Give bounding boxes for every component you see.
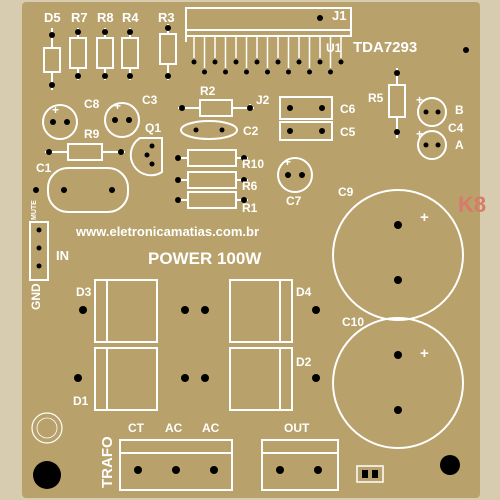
label-r6: R6 [242,179,258,193]
u1-pin-pad [275,59,281,65]
label-c8: C8 [84,97,100,111]
label-ac-1: AC [165,421,183,435]
label-d3: D3 [76,285,92,299]
u1-pin-pad [338,59,344,65]
top-vertical-components [43,24,177,90]
label-c10: C10 [342,315,364,329]
label-d2: D2 [296,355,312,369]
r1-resistor [175,191,248,209]
red-stamp: K8 [458,192,486,217]
c4-capacitor-b [417,97,447,127]
bridge-pads [181,306,209,382]
label-mute: MUTE [31,200,38,220]
label-tda7293: TDA7293 [353,39,417,56]
r10-resistor [175,149,248,167]
power-rating: POWER 100W [148,249,262,268]
c4-capacitor-a [417,130,447,160]
label-out: OUT [284,421,310,435]
label-c2: C2 [243,124,259,138]
c6-capacitor [279,96,333,120]
label-j1: J1 [332,8,346,23]
label-trafo: TRAFO [99,436,116,488]
logo-seal [31,412,63,444]
label-gnd: GND [29,283,43,310]
label-c9: C9 [338,185,354,199]
label-r4: R4 [122,10,139,25]
label-r10: R10 [242,157,264,171]
label-r3: R3 [158,10,175,25]
plus-c4b: + [416,93,423,107]
label-c4: C4 [448,121,464,135]
r5-resistor [388,68,406,138]
label-r9: R9 [84,127,100,141]
r6-resistor [175,171,248,189]
r2-resistor [178,99,254,117]
u1-pin-pad [191,59,197,65]
u1-pin-pad [244,69,249,75]
plus-c3: + [114,99,121,113]
board-substrate [22,2,480,498]
input-connector [29,221,49,281]
u1-pin-pad [223,69,228,75]
label-r8: R8 [97,10,114,25]
u1-pin-pad [233,59,239,65]
label-b: B [455,103,464,117]
label-q1: Q1 [145,121,161,135]
label-u1: U1 [326,41,342,55]
label-c3: C3 [142,93,158,107]
c5-capacitor [279,121,333,141]
label-r7: R7 [71,10,88,25]
c8-capacitor [42,104,78,140]
u1-pin-pad [307,69,312,75]
u1-pin-pad [317,59,323,65]
plus-c7: + [284,155,291,169]
label-c1: C1 [36,161,52,175]
trafo-connector [119,439,233,491]
plus-c9: + [420,209,429,226]
u1-tda7293-footprint [185,7,352,75]
d2-diode [229,347,320,411]
u1-pin-pad [265,69,270,75]
c9-capacitor [332,189,464,321]
mounting-holes [33,15,469,381]
out-connector [261,439,339,491]
u1-pin-pad [296,59,302,65]
u1-pin-pad [254,59,260,65]
label-r5: R5 [368,91,384,105]
plus-c8: + [52,103,59,117]
q1-transistor [129,137,163,177]
c3-capacitor [104,102,140,138]
label-r1: R1 [242,201,258,215]
c7-capacitor [277,157,313,193]
label-r2: R2 [200,84,216,98]
u1-pin-pad [202,69,207,75]
plus-c10: + [420,345,429,362]
label-c5: C5 [340,125,356,139]
d3-diode [79,279,158,343]
label-ac-2: AC [202,421,220,435]
label-d1: D1 [73,394,89,408]
label-d5: D5 [44,10,61,25]
label-a: A [455,138,464,152]
label-d4: D4 [296,285,312,299]
bottom-blobs [33,455,460,489]
label-c6: C6 [340,102,356,116]
label-in: IN [56,248,69,263]
label-ct: CT [128,421,145,435]
label-j2: J2 [256,93,270,107]
u1-pin-pad [328,69,333,75]
website-text: www.eletronicamatias.com.br [75,224,259,239]
label-c7: C7 [286,194,302,208]
d4-diode [229,279,320,343]
plus-c4a: + [416,127,423,141]
c10-capacitor [332,317,464,449]
u1-pin-pad [286,69,291,75]
u1-pin-pad [212,59,218,65]
r9-resistor [45,143,125,161]
c1-capacitor [47,167,129,213]
c2-capacitor [180,120,238,140]
